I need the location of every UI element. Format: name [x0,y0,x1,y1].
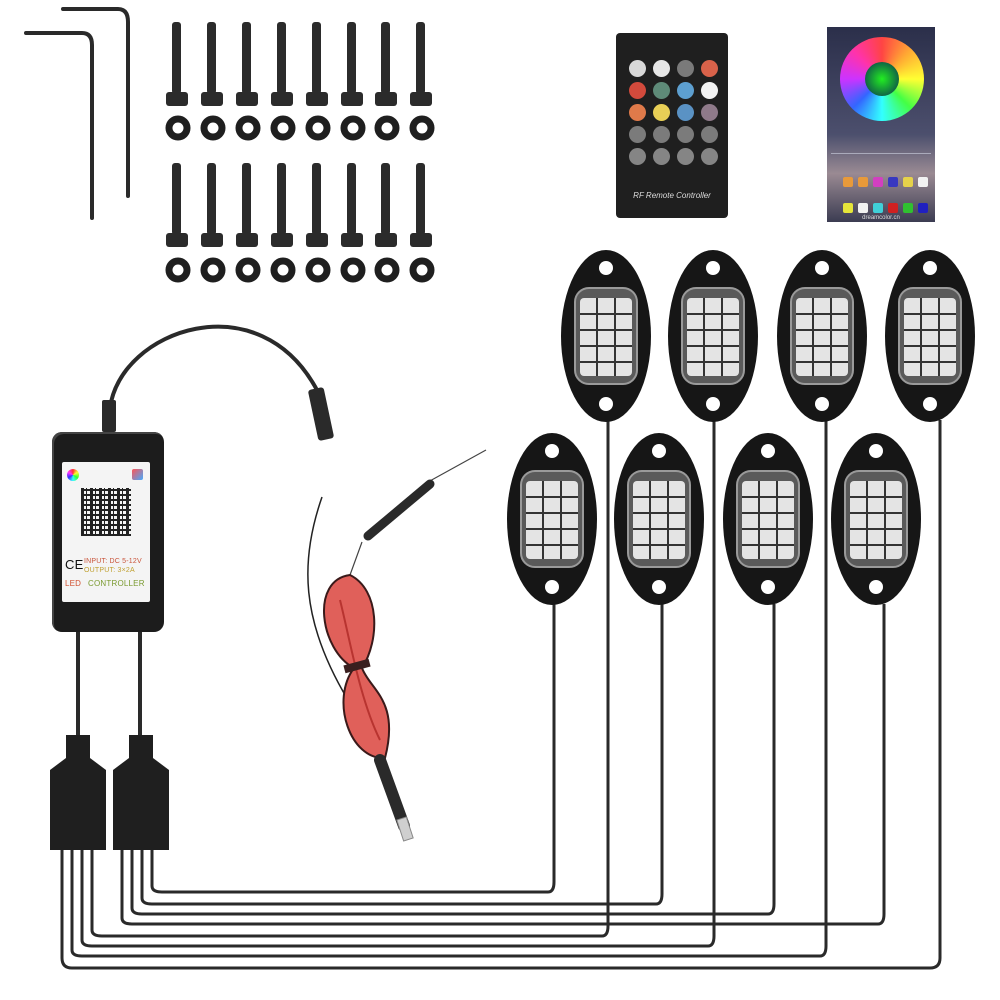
color-swatch [903,203,913,213]
color-swatch [918,177,928,187]
screw-row-1 [166,22,432,106]
splitter-plug [50,735,169,850]
color-swatch [858,177,868,187]
remote-button [653,60,670,77]
remote-button [677,82,694,99]
remote-button [653,82,670,99]
remote-button [677,126,694,143]
output-spec: OUTPUT: 3×2A [84,567,135,574]
remote-button [653,148,670,165]
power-lead-cable [102,324,334,441]
controller-text: CONTROLLER [88,579,145,588]
app-url: dreamcolor.cn [862,215,900,221]
app-store-icon [132,469,143,480]
remote-label: RF Remote Controller [633,191,711,200]
color-swatch [918,203,928,213]
nut-row-1 [165,115,431,141]
bluetooth-controller: CE INPUT: DC 5-12V OUTPUT: 3×2A LED CONT… [52,432,164,632]
rock-light-pod [506,432,598,606]
rock-light-pod [560,249,652,423]
remote-button [653,104,670,121]
ce-mark: CE [65,557,84,572]
remote-button [677,104,694,121]
rock-light-pod [830,432,922,606]
brightness-slider [831,153,931,154]
remote-button [629,104,646,121]
controller-label: CE INPUT: DC 5-12V OUTPUT: 3×2A LED CONT… [62,462,150,602]
remote-button [701,126,718,143]
remote-button [701,60,718,77]
rock-light-pod [776,249,868,423]
controller-output-leads [76,632,142,740]
rock-light-pod [667,249,759,423]
remote-button [629,148,646,165]
color-swatch [903,177,913,187]
remote-button [653,126,670,143]
color-wheel-center [865,62,899,96]
phone-app-screen: dreamcolor.cn [827,27,935,222]
remote-button [677,148,694,165]
color-swatch [873,177,883,187]
color-wheel-app-icon [67,469,79,481]
input-spec: INPUT: DC 5-12V [84,558,142,565]
hex-key-icon [24,7,130,220]
pod-cables [60,420,942,970]
led-label: LED [65,579,82,588]
color-swatch [888,177,898,187]
remote-button [629,82,646,99]
rock-light-pod [884,249,976,423]
color-swatch [858,203,868,213]
rf-remote: RF Remote Controller [616,33,728,218]
rock-light-pod [613,432,705,606]
remote-button [629,60,646,77]
qr-code [81,488,131,536]
color-swatch [888,203,898,213]
color-swatch [873,203,883,213]
power-cable-with-fuse [307,449,487,842]
remote-button [701,82,718,99]
remote-button [629,126,646,143]
remote-button [677,60,694,77]
remote-button [701,104,718,121]
color-swatch [843,177,853,187]
remote-button [701,148,718,165]
color-swatch [843,203,853,213]
rock-light-pod [722,432,814,606]
